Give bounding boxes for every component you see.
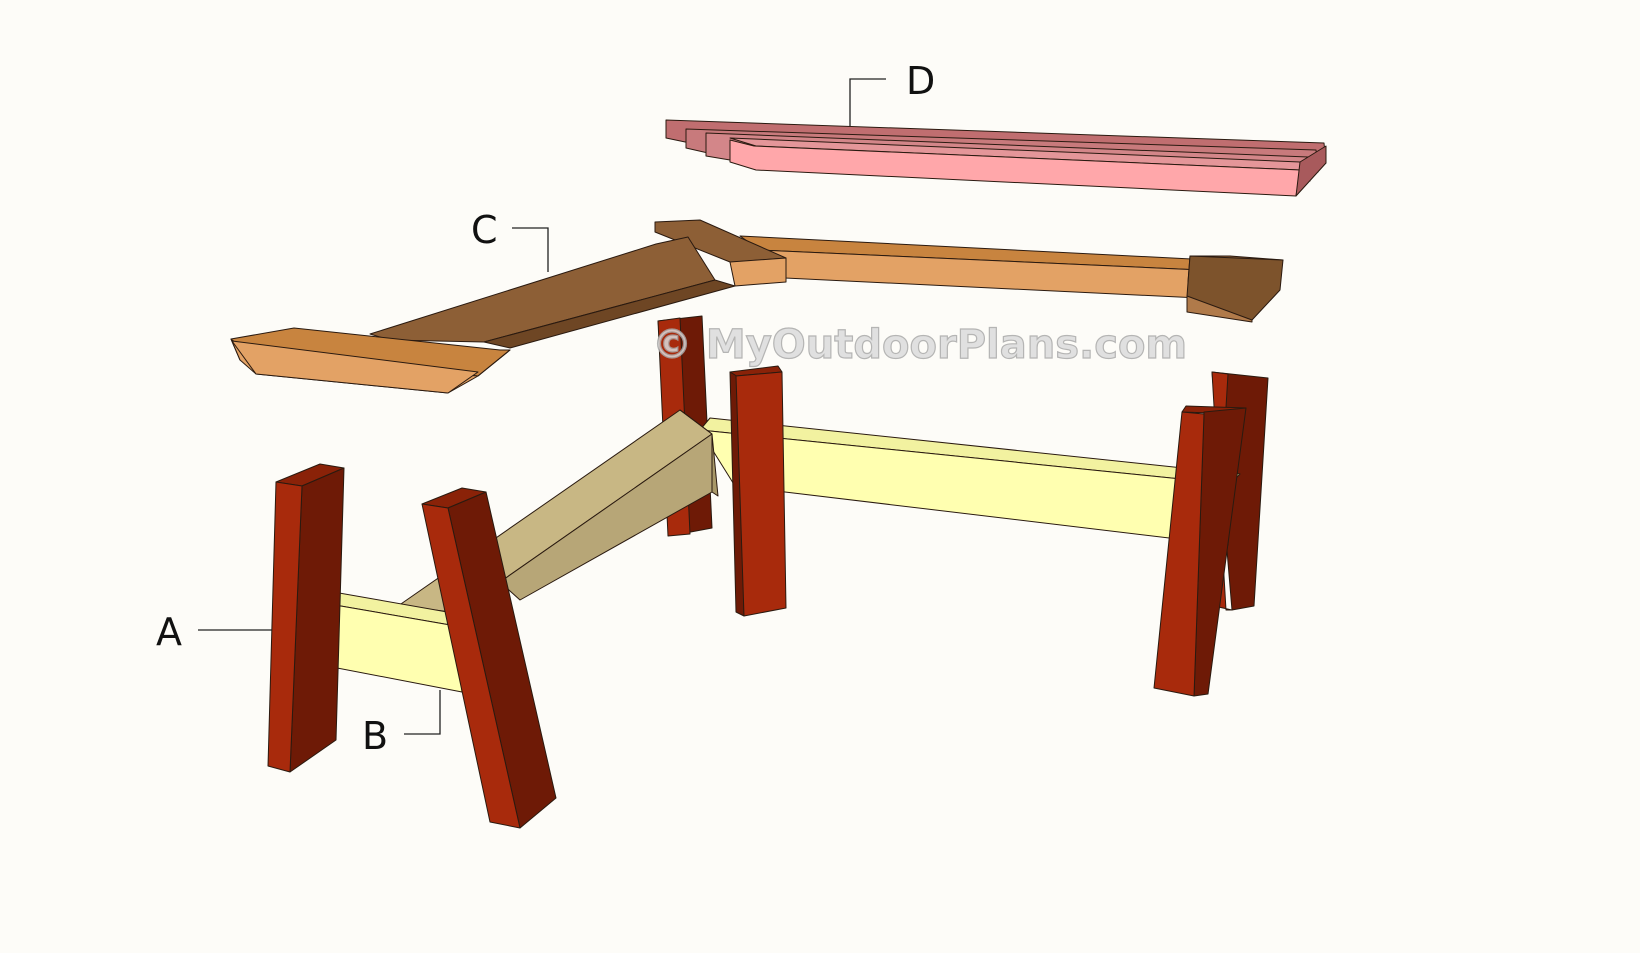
watermark: © MyOutdoorPlans.com <box>652 322 1187 368</box>
callout-leaders <box>198 78 886 735</box>
seat-slats-d <box>665 119 1327 197</box>
leader-d <box>849 78 886 126</box>
front-right-leg-front <box>1153 411 1205 697</box>
leg-a-front <box>267 481 303 773</box>
callout-label-b: B <box>362 714 388 758</box>
seat-support-c <box>230 219 1284 394</box>
support-diagonal-rail-face <box>483 279 736 349</box>
leader-b <box>404 690 441 735</box>
front-right-leg <box>1153 405 1247 697</box>
callout-label-d: D <box>906 59 935 103</box>
support-right-cleat-front <box>1186 295 1253 323</box>
support-left-cleat-front <box>231 340 479 394</box>
callout-label-a: A <box>156 610 182 654</box>
front-center-leg <box>729 365 787 617</box>
seat-slat-front-end <box>1295 145 1327 197</box>
leg-b-front <box>421 503 521 829</box>
front-center-leg-front <box>735 371 787 617</box>
leg-b <box>421 487 557 829</box>
left-short-rail <box>305 589 471 693</box>
leg-a <box>267 463 345 773</box>
right-long-rail <box>699 417 1241 546</box>
leader-c <box>512 227 549 272</box>
diagonal-rail-end <box>679 409 719 497</box>
right-rail-face <box>699 429 1231 546</box>
support-center-cleat-face <box>729 257 787 287</box>
callout-label-c: C <box>471 208 498 252</box>
